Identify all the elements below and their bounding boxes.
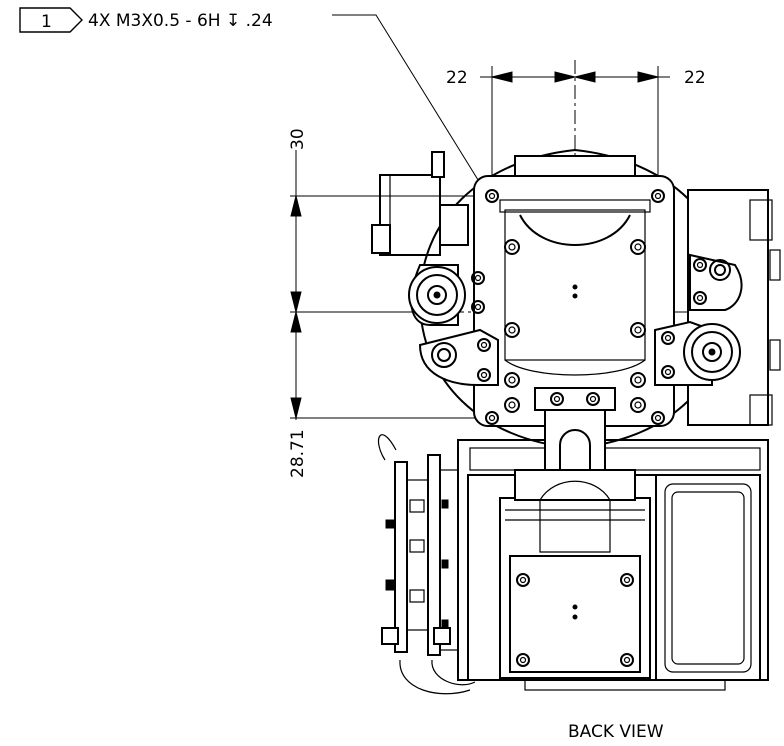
threaded-holes bbox=[485, 189, 665, 425]
callout-number: 1 bbox=[41, 12, 52, 32]
dimension-vertical: 30 28.71 bbox=[288, 128, 492, 478]
dimension-vertical-30: 30 bbox=[288, 128, 308, 150]
center-yoke bbox=[514, 387, 636, 501]
left-bracket bbox=[371, 151, 469, 256]
pcb-stack bbox=[377, 434, 476, 695]
plate-screws bbox=[504, 239, 646, 413]
right-arm bbox=[654, 253, 743, 386]
leader-line bbox=[332, 14, 489, 197]
callout-note: 1 4X M3X0.5 - 6H ↧ .24 bbox=[19, 7, 489, 197]
dimension-vertical-28-71: 28.71 bbox=[288, 429, 308, 478]
lower-housing bbox=[457, 439, 769, 691]
thread-hole bbox=[485, 189, 499, 203]
callout-flag bbox=[19, 7, 83, 33]
thread-hole bbox=[651, 189, 665, 203]
callout-text: 4X M3X0.5 - 6H ↧ .24 bbox=[88, 11, 273, 31]
dimension-left-22: 22 bbox=[446, 68, 468, 88]
view-label: BACK VIEW bbox=[568, 722, 664, 742]
left-arm bbox=[408, 264, 499, 386]
dimension-right-22: 22 bbox=[684, 68, 706, 88]
thread-hole bbox=[485, 411, 499, 425]
motor-block bbox=[499, 497, 651, 679]
thread-hole bbox=[651, 411, 665, 425]
